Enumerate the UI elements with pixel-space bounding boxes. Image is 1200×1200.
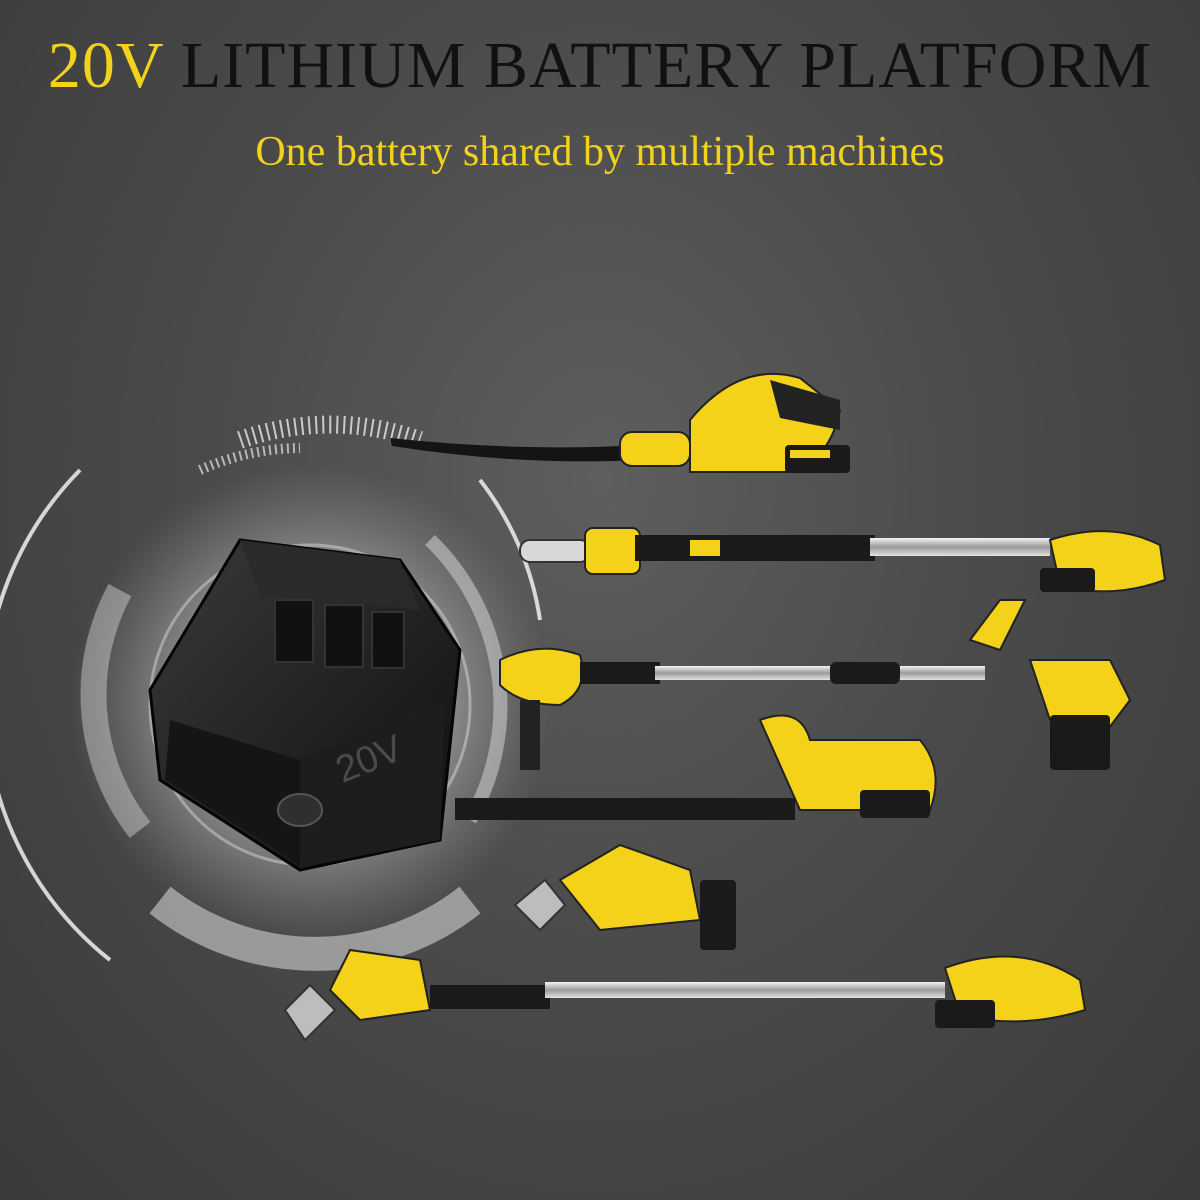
headline-accent: 20V [47, 29, 164, 102]
subline: One battery shared by multiple machines [255, 129, 945, 175]
pole-pruning-saw [283, 948, 1087, 1042]
string-trimmer [499, 599, 1132, 770]
pole-chainsaw [519, 527, 1167, 593]
leaf-blower [390, 372, 850, 473]
headline-rest: LITHIUM BATTERY PLATFORM [180, 29, 1153, 102]
hedge-trimmer [455, 714, 937, 820]
battery-pack: 20V [148, 538, 462, 872]
headline: 20V LITHIUM BATTERY PLATFORM [0, 28, 1200, 104]
reciprocating-saw [513, 843, 736, 950]
